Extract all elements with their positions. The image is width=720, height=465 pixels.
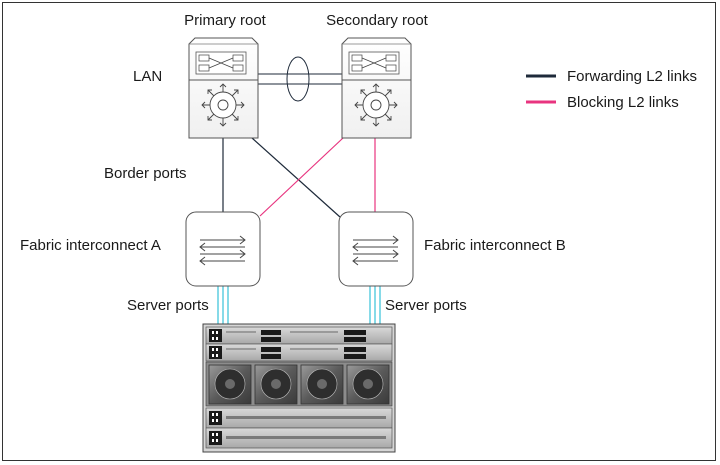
port-channel-ellipse (286, 56, 310, 102)
fabric-interconnect-b-label: Fabric interconnect B (424, 237, 566, 254)
secondary-root-switch-icon (341, 37, 412, 139)
primary-root-label: Primary root (184, 12, 267, 29)
server-chassis-icon (202, 323, 396, 453)
links (217, 56, 381, 326)
link-primary-to-fabric-b (251, 137, 341, 218)
legend: Forwarding L2 links Blocking L2 links (526, 68, 697, 111)
server-links-left (217, 286, 229, 326)
fabric-interconnect-a-icon (185, 211, 261, 287)
legend-forwarding-label: Forwarding L2 links (567, 68, 697, 85)
lan-label: LAN (133, 68, 162, 85)
server-ports-left-label: Server ports (127, 297, 209, 314)
primary-root-switch-icon (188, 37, 259, 139)
diagram-frame (2, 2, 716, 461)
fabric-interconnect-b-icon (338, 211, 414, 287)
link-secondary-to-fabric-a (259, 137, 344, 217)
server-ports-right-label: Server ports (385, 297, 467, 314)
legend-blocking-label: Blocking L2 links (567, 94, 679, 111)
server-links-right (369, 286, 381, 326)
secondary-root-label: Secondary root (326, 12, 429, 29)
border-ports-label: Border ports (104, 165, 187, 182)
fabric-interconnect-a-label: Fabric interconnect A (20, 237, 161, 254)
